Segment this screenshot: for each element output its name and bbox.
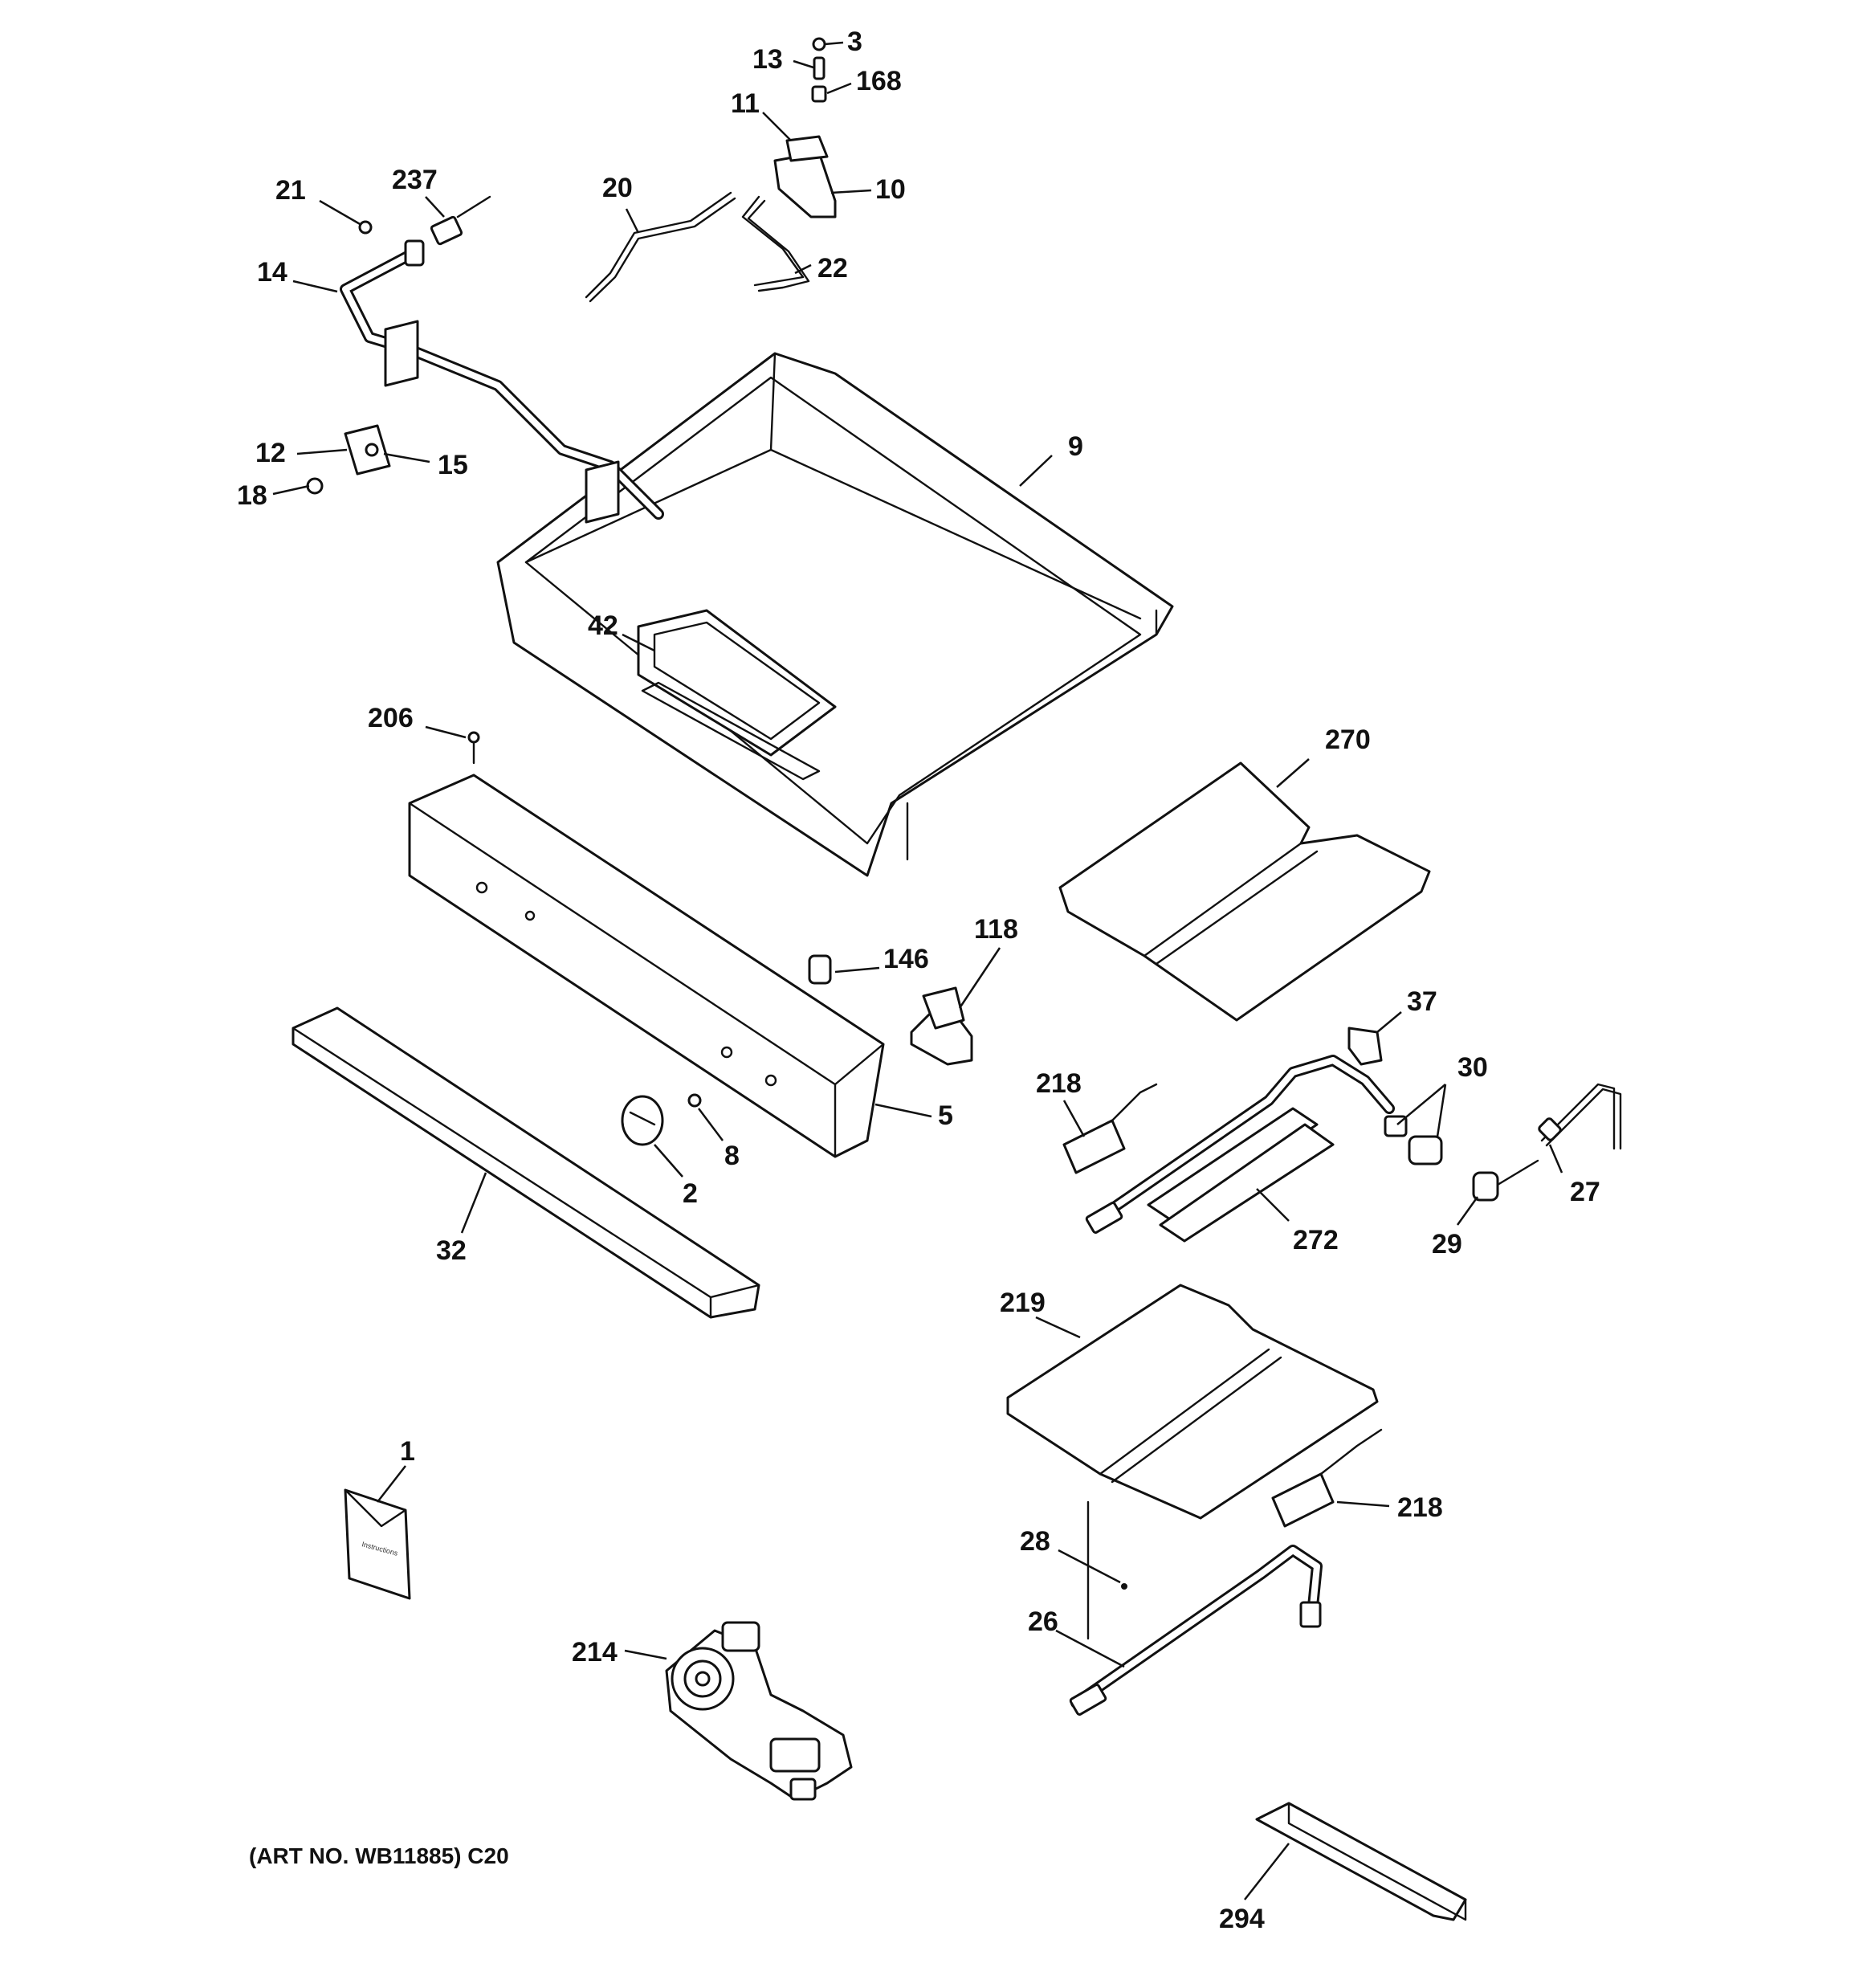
- part-1-literature-envelope: Instructions: [344, 1488, 411, 1600]
- callout-30: 30: [1457, 1052, 1488, 1083]
- part-218-ignitor-upper: [1062, 1083, 1158, 1174]
- callout-5: 5: [938, 1100, 953, 1131]
- callout-270: 270: [1325, 725, 1371, 755]
- part-10-bracket: [773, 135, 837, 218]
- callout-12: 12: [255, 438, 286, 468]
- part-118-bracket: [910, 986, 973, 1066]
- part-22-tube: [741, 195, 810, 292]
- callout-206: 206: [368, 703, 414, 733]
- part-218-ignitor-lower: [1271, 1428, 1383, 1528]
- callout-28: 28: [1020, 1526, 1050, 1557]
- callout-168: 168: [856, 66, 902, 96]
- callout-32: 32: [436, 1235, 467, 1266]
- callout-9: 9: [1068, 431, 1083, 462]
- callout-1: 1: [400, 1436, 415, 1467]
- part-13-pin: [813, 56, 826, 80]
- part-2-knob: [621, 1095, 664, 1146]
- callout-219: 219: [1000, 1288, 1046, 1318]
- callout-2: 2: [683, 1178, 698, 1209]
- part-3-cap: [812, 37, 826, 51]
- part-206-screw: [467, 731, 480, 765]
- part-8-screw: [687, 1093, 702, 1108]
- part-294-bracket: [1255, 1802, 1467, 1921]
- part-146-clip: [808, 954, 832, 985]
- callout-3: 3: [847, 27, 862, 57]
- part-272-burner: [1085, 1055, 1395, 1243]
- callout-272: 272: [1293, 1225, 1339, 1255]
- callout-294: 294: [1219, 1904, 1265, 1934]
- part-5-control-panel: [408, 774, 885, 1158]
- callout-20: 20: [602, 173, 633, 203]
- part-270-heat-shield: [1058, 761, 1431, 1022]
- callouts: 3 13 168 11 10 20 22 21 237 14 12 15 18 …: [237, 27, 1600, 1934]
- part-32-trim-strip: [291, 1006, 760, 1319]
- callout-27: 27: [1570, 1177, 1600, 1207]
- part-14-manifold-pipe: [340, 239, 664, 524]
- callout-26: 26: [1028, 1606, 1058, 1637]
- callout-15: 15: [438, 450, 468, 480]
- part-237-fitting: [430, 195, 491, 246]
- callout-118: 118: [974, 914, 1018, 945]
- callout-22: 22: [817, 253, 848, 284]
- callout-21: 21: [275, 175, 306, 206]
- callout-42: 42: [588, 610, 618, 641]
- callout-11: 11: [731, 88, 760, 119]
- callout-237: 237: [392, 165, 438, 195]
- part-12-bracket: [344, 424, 391, 476]
- callout-13: 13: [752, 44, 783, 75]
- callout-29: 29: [1432, 1229, 1462, 1259]
- callout-18: 18: [237, 480, 267, 511]
- part-18-nut: [306, 477, 324, 495]
- part-219-shield: [1006, 1284, 1379, 1520]
- part-30-orifice: [1384, 1115, 1443, 1165]
- callout-8: 8: [724, 1141, 740, 1171]
- part-28-screw: [1086, 1500, 1127, 1640]
- callout-14: 14: [257, 257, 287, 288]
- part-21-screw: [358, 220, 373, 235]
- part-29-valve: [1472, 1159, 1539, 1202]
- part-9-burner-box: [496, 352, 1174, 877]
- leader-lines: [272, 41, 1563, 1900]
- callout-37: 37: [1407, 986, 1437, 1017]
- part-37-shield: [1347, 1027, 1383, 1066]
- callout-146: 146: [883, 944, 929, 974]
- part-214-gas-valve: [665, 1621, 853, 1801]
- callout-218-upper: 218: [1036, 1068, 1082, 1099]
- callout-10: 10: [875, 174, 906, 205]
- callout-214: 214: [572, 1637, 618, 1668]
- part-26-burner: [1069, 1545, 1323, 1716]
- part-168-nut: [811, 85, 827, 103]
- part-27-tube: [1538, 1083, 1622, 1150]
- art-number-caption: (ART NO. WB11885) C20: [249, 1843, 509, 1868]
- part-20-tube: [585, 191, 736, 303]
- callout-218-lower: 218: [1397, 1492, 1443, 1523]
